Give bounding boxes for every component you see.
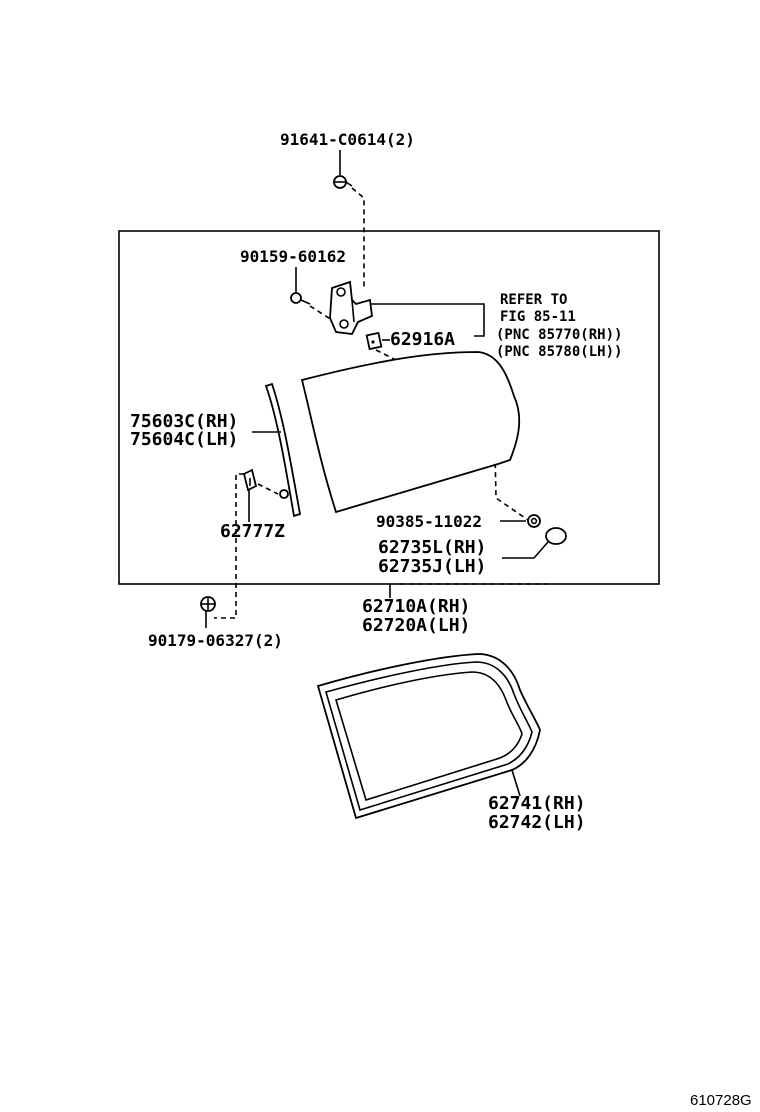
label-nut[interactable]: 90385-11022 (376, 512, 482, 531)
assembly-box (118, 230, 660, 585)
bolt-top-icon (333, 175, 353, 189)
label-weatherstrip-lh[interactable]: 75604C(LH) (130, 429, 238, 450)
leader-cushion (502, 541, 549, 559)
cushion-icon (545, 527, 567, 545)
label-refer-3: (PNC 85770(RH)) (496, 327, 622, 343)
leader-frame (511, 769, 521, 797)
label-refer-1: REFER TO (500, 292, 567, 308)
dash-screw-hinge (309, 305, 333, 321)
clip-screw-icon (279, 489, 289, 499)
screw-hinge-icon (290, 292, 311, 305)
refer-bracket (370, 303, 485, 337)
label-screw-bottom[interactable]: 90179-06327(2) (148, 631, 283, 650)
screw-bottom-icon (200, 596, 216, 612)
label-frame-lh[interactable]: 62742(LH) (488, 812, 586, 833)
quarter-glass (300, 351, 521, 514)
weatherstrip-icon (264, 382, 302, 518)
clip-icon (242, 468, 258, 492)
dash-clip-left (214, 473, 244, 619)
label-screw-hinge[interactable]: 90159-60162 (240, 247, 346, 266)
label-cushion-lh[interactable]: 62735J(LH) (378, 556, 486, 577)
label-refer-4: (PNC 85780(LH)) (496, 344, 622, 360)
label-weatherstrip-rh[interactable]: 75603C(RH) (130, 411, 238, 432)
label-glass-rh[interactable]: 62710A(RH) (362, 596, 470, 617)
label-bolt-top[interactable]: 91641-C0614(2) (280, 130, 415, 149)
dash-bolt-top (351, 187, 365, 290)
dash-clip-right (257, 483, 279, 495)
pad-icon (365, 331, 383, 351)
hinge-bracket-icon (329, 280, 373, 335)
label-refer-2: FIG 85-11 (500, 309, 576, 325)
label-glass-lh[interactable]: 62720A(LH) (362, 615, 470, 636)
label-frame-rh[interactable]: 62741(RH) (488, 793, 586, 814)
glass-frame-icon (316, 653, 541, 820)
diagram-code: 610728G (690, 1092, 752, 1109)
label-pad[interactable]: 62916A (390, 329, 455, 350)
nut-icon (527, 514, 541, 528)
label-clip[interactable]: 62777Z (220, 521, 285, 542)
label-cushion-rh[interactable]: 62735L(RH) (378, 537, 486, 558)
